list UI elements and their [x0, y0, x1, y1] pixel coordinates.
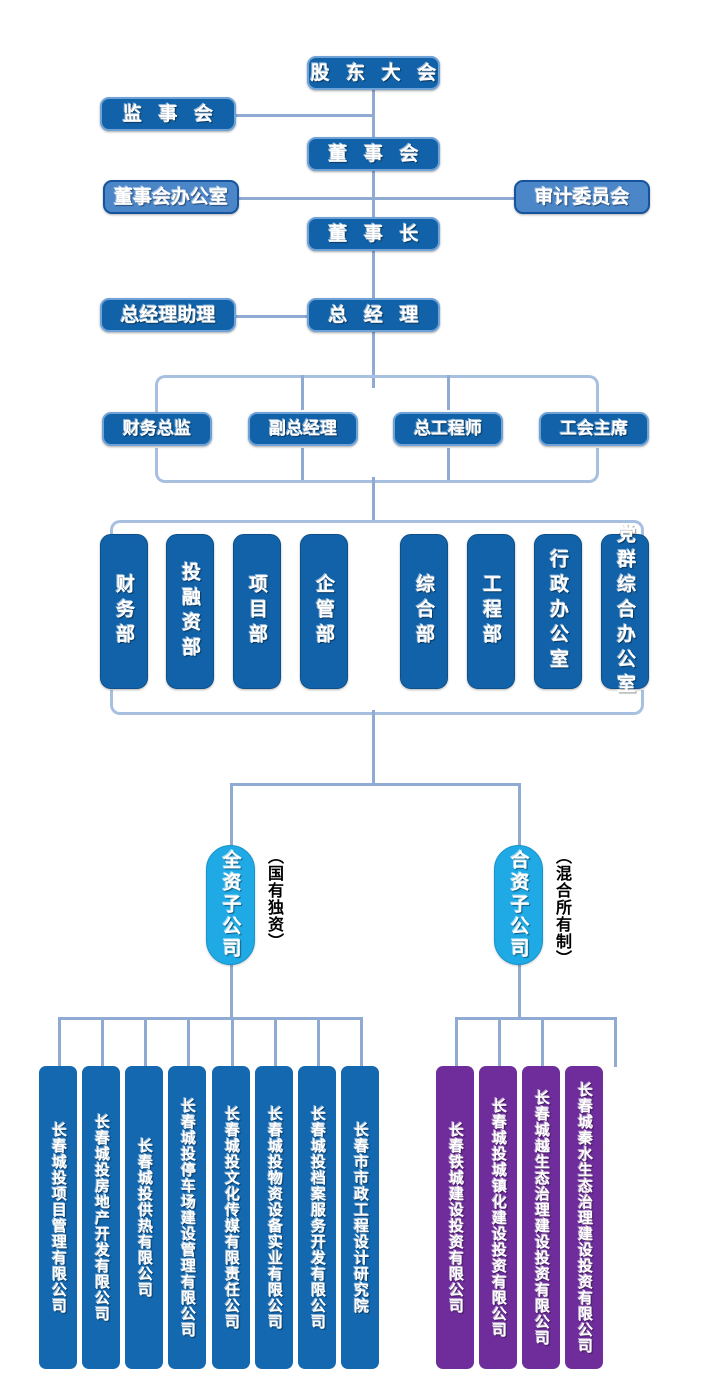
node-subsidiary[interactable]: 长春城投项目管理有限公司: [39, 1066, 77, 1369]
connector-drop-leg: [360, 1017, 363, 1067]
node-audit-committee[interactable]: 审计委员会: [514, 180, 650, 214]
bracket-departments-bottom: [110, 690, 644, 715]
connector-wholly-owned-stem: [230, 963, 233, 1019]
connector-exec-leg-2: [301, 375, 304, 410]
node-board-office[interactable]: 董事会办公室: [103, 180, 239, 214]
connector-drop-leg: [58, 1017, 61, 1067]
node-general-manager[interactable]: 总 经 理: [307, 298, 440, 332]
connector-drop-leg: [541, 1017, 544, 1067]
connector-gm-assistant: [236, 315, 374, 318]
connector-departments-to-groups: [372, 710, 375, 785]
note-joint-venture: （混合所有制）: [553, 848, 572, 967]
connector-drop-leg: [274, 1017, 277, 1067]
node-gm-assistant[interactable]: 总经理助理: [100, 298, 236, 332]
node-executive-union-chair[interactable]: 工会主席: [539, 412, 649, 446]
node-executive-deputy-gm[interactable]: 副总经理: [248, 412, 358, 446]
node-executive-chief-engineer[interactable]: 总工程师: [393, 412, 503, 446]
node-group-wholly-owned[interactable]: 全资子公司: [206, 845, 255, 965]
node-supervisory-board[interactable]: 监 事 会: [100, 97, 236, 131]
node-subsidiary[interactable]: 长春城投文化传媒有限责任公司: [212, 1066, 250, 1369]
node-subsidiary[interactable]: 长春城越生态治理建设投资有限公司: [522, 1066, 560, 1369]
node-subsidiary[interactable]: 长春城投停车场建设管理有限公司: [168, 1066, 206, 1369]
node-department-party-affairs-office[interactable]: 党群综合办公室: [601, 524, 649, 699]
node-subsidiary[interactable]: 长春城投物资设备实业有限公司: [255, 1066, 293, 1369]
node-department-general-affairs[interactable]: 综合部: [400, 534, 448, 689]
connector-groups-split: [230, 783, 520, 786]
node-chairman[interactable]: 董 事 长: [307, 217, 440, 251]
connector-joint-venture-bar: [455, 1017, 615, 1020]
connector-drop-leg: [187, 1017, 190, 1067]
node-subsidiary[interactable]: 长春市市政工程设计研究院: [341, 1066, 379, 1369]
node-department-investment-financing[interactable]: 投融资部: [166, 534, 214, 689]
node-department-project[interactable]: 项目部: [233, 534, 281, 689]
connector-drop-leg: [317, 1017, 320, 1067]
bracket-departments-top: [110, 520, 644, 545]
bracket-executives: [155, 375, 599, 413]
connector-group-leg-right: [518, 783, 521, 846]
node-group-joint-venture[interactable]: 合资子公司: [494, 845, 543, 965]
connector-joint-venture-stem: [518, 963, 521, 1019]
connector-drop-leg: [144, 1017, 147, 1067]
node-department-administration-office[interactable]: 行政办公室: [534, 534, 582, 689]
connector-drop-leg: [455, 1017, 458, 1067]
node-department-finance[interactable]: 财务部: [100, 534, 148, 689]
node-department-enterprise-management[interactable]: 企管部: [300, 534, 348, 689]
connector-exec-bottom-leg-2: [301, 448, 304, 480]
connector-drop-leg: [614, 1017, 617, 1067]
connector-exec-to-departments: [372, 477, 375, 522]
connector-exec-bottom-leg-3: [447, 448, 450, 480]
connector-drop-leg: [498, 1017, 501, 1067]
node-department-engineering[interactable]: 工程部: [467, 534, 515, 689]
node-board-of-directors[interactable]: 董 事 会: [307, 137, 440, 171]
node-subsidiary[interactable]: 长春城投供热有限公司: [125, 1066, 163, 1369]
connector-drop-leg: [231, 1017, 234, 1067]
connector-exec-leg-3: [447, 375, 450, 410]
node-subsidiary[interactable]: 长春铁城建设投资有限公司: [436, 1066, 474, 1369]
connector-supervisory: [234, 114, 374, 117]
node-subsidiary[interactable]: 长春城投城镇化建设投资有限公司: [479, 1066, 517, 1369]
node-subsidiary[interactable]: 长春城秦水生态治理建设投资有限公司: [565, 1066, 603, 1369]
connector-wholly-owned-bar: [58, 1017, 361, 1020]
note-wholly-owned: （国有独资）: [265, 848, 284, 950]
node-subsidiary[interactable]: 长春城投档案服务开发有限公司: [298, 1066, 336, 1369]
node-shareholders-meeting[interactable]: 股 东 大 会: [307, 56, 440, 90]
connector-board-office: [238, 197, 374, 200]
node-subsidiary[interactable]: 长春城投房地产开发有限公司: [82, 1066, 120, 1369]
connector-audit-committee: [372, 197, 516, 200]
bracket-executives-bottom: [155, 448, 599, 483]
node-executive-cfo[interactable]: 财务总监: [102, 412, 212, 446]
connector-group-leg-left: [230, 783, 233, 846]
connector-drop-leg: [101, 1017, 104, 1067]
